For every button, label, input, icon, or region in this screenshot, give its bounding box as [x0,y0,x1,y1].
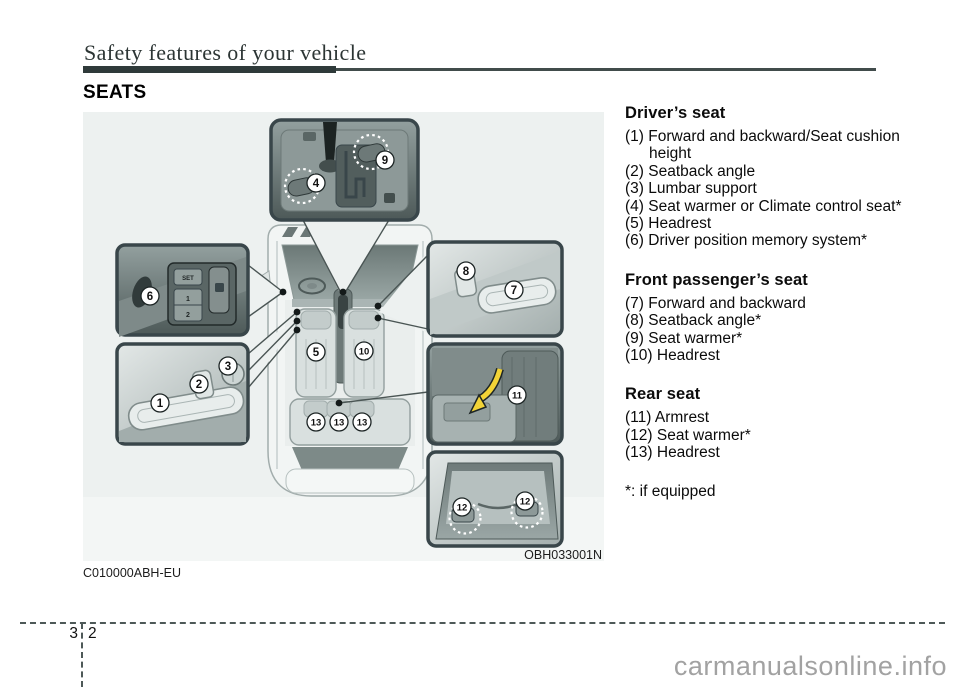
svg-text:SET: SET [182,276,194,282]
seats-diagram-svg: SET 1 2 [83,112,604,562]
svg-text:11: 11 [512,391,523,402]
steering-wheel [298,277,326,295]
inset-rear-armrest [426,342,564,446]
footnote-if-equipped: *: if equipped [625,482,716,500]
inset-passenger-seat-controls [426,240,564,338]
svg-text:12: 12 [520,497,531,508]
callout-6: 6 [140,286,160,306]
legend-item: (12) Seat warmer* [625,426,751,444]
legend-item: (7) Forward and backward [625,294,806,312]
legend-item: (4) Seat warmer or Climate control seat* [625,197,902,215]
legend-item: (9) Seat warmer* [625,329,743,347]
footer-dashed-divider [81,623,83,687]
svg-text:10: 10 [359,347,370,358]
svg-text:8: 8 [463,266,470,278]
trunk [285,468,415,494]
svg-text:13: 13 [334,418,345,429]
callout-5: 5 [306,342,326,362]
inset-console [269,118,420,222]
section-heading: Front passenger’s seat [625,270,808,289]
page-title: SEATS [83,82,147,103]
rear-window [292,447,408,475]
legend-item: (11) Armrest [625,409,710,427]
section-heading: Rear seat [625,385,701,404]
car-top-view [257,224,443,497]
legend-item: (13) Headrest [625,444,720,462]
svg-text:1: 1 [186,296,190,303]
inset-rear-seat-warmers [426,450,564,548]
legend-item: (5) Headrest [625,215,712,233]
legend-text-column: Driver’s seat (1) Forward and backward/S… [625,104,943,501]
callout-13: 13 [329,412,349,432]
header-title: Safety features of your vehicle [84,40,367,65]
callout-12: 12 [515,491,535,511]
svg-text:13: 13 [357,418,368,429]
rear-seat [289,398,411,446]
svg-text:5: 5 [313,347,320,359]
callout-7: 7 [504,280,524,300]
callout-13: 13 [352,412,372,432]
legend-item: (6) Driver position memory system* [625,232,868,250]
legend-section-rear-seat: Rear seat (11) Armrest (12) Seat warmer*… [625,385,943,461]
svg-text:1: 1 [157,398,164,410]
callout-11: 11 [507,385,527,405]
image-reference-code: OBH033001N [524,548,602,562]
seat-warmer-ring-icon [510,495,544,529]
svg-text:7: 7 [511,285,517,297]
callout-12: 12 [452,497,472,517]
svg-text:2: 2 [186,312,190,319]
header-rule-thin [336,68,876,71]
svg-text:3: 3 [225,361,231,373]
callout-4: 4 [306,173,326,193]
connector-dots [279,288,382,407]
callout-1: 1 [150,393,170,413]
svg-text:13: 13 [311,418,322,429]
legend-item: (3) Lumbar support [625,180,757,198]
section-heading: Driver’s seat [625,104,726,122]
svg-text:2: 2 [196,379,202,391]
callout-13: 13 [306,412,326,432]
callout-9: 9 [375,150,395,170]
legend-item: (10) Headrest [625,347,720,365]
figure-code-caption: C010000ABH-EU [83,566,181,580]
callout-10: 10 [354,341,374,361]
callout-8: 8 [456,261,476,281]
legend-section-front-passenger-seat: Front passenger’s seat (7) Forward and b… [625,271,943,365]
page-number: 2 [88,625,97,642]
legend-item: (1) Forward and backward/Seat cushion he… [625,128,900,163]
gear-shifter [323,122,337,163]
legend-section-driver-seat: Driver’s seat (1) Forward and backward/S… [625,104,943,250]
inset-door-memory: SET 1 2 [115,243,250,337]
header-rule-thick [83,66,336,73]
legend-item: (8) Seatback angle* [625,312,762,330]
footer-dashed-rule [20,622,945,624]
callout-2: 2 [189,374,209,394]
watermark: carmanualsonline.info [673,651,947,681]
seats-diagram-figure: SET 1 2 [83,112,604,562]
callout-3: 3 [218,356,238,376]
memory-set-button [173,268,203,286]
legend-item: (2) Seatback angle [625,162,756,180]
slide-switch [127,386,245,431]
svg-text:4: 4 [313,178,320,190]
svg-text:6: 6 [147,291,153,303]
svg-text:9: 9 [382,155,388,167]
chapter-number: 3 [69,625,78,642]
svg-text:12: 12 [457,503,468,514]
inset-driver-seat-controls [115,342,250,446]
seat-warmer-ring-icon [448,501,482,535]
